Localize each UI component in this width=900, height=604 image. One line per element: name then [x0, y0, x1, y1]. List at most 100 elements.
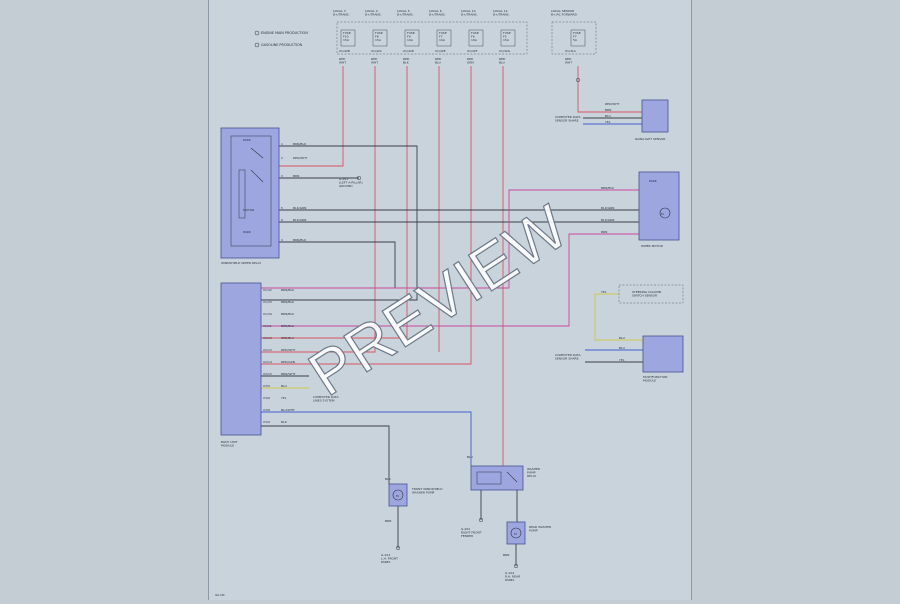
front-washer-wire-bottom: BRN: [385, 519, 391, 523]
relay-pin: 1: [281, 142, 283, 146]
sheet-code: 9A-1M: [215, 593, 225, 597]
wiring-schematic: ENGINE MAIN PRODUCTION GASOLINE PRODUCTI…: [215, 9, 684, 597]
fuse-cell: [570, 29, 586, 47]
wire-fuse-2: [261, 66, 376, 353]
bcm-pin: X2/12: [263, 336, 272, 340]
relay-inner-mid: MOTOR: [243, 208, 254, 212]
multifunction-wire-color: BLU: [619, 346, 625, 350]
motor-wire-color: BRN/BLK: [601, 186, 615, 190]
bcm-pin: X3/6: [263, 396, 270, 400]
bcm-pin: X2/13: [263, 348, 272, 352]
rain-light-sensor: RAIN/LIGHT SENSOR: [635, 99, 669, 141]
wiper-motor: M PARK WIPER MOTOR: [638, 171, 680, 248]
fuse-pin: X1/42C: [371, 49, 382, 53]
legend-item: GASOLINE PRODUCTION: [261, 43, 303, 47]
relay-label: WINDSHIELD WIPER RELAY: [221, 261, 261, 265]
wire-steering: [594, 293, 643, 341]
relay-pin: 3: [281, 174, 283, 178]
bcm-pin: X1/32: [263, 288, 272, 292]
bcm-wire-color: RED/GRN: [281, 360, 295, 364]
motor-wire-color: BRN: [601, 230, 607, 234]
wire-bcm-black: [261, 425, 390, 484]
relay-pin: 2: [281, 156, 283, 160]
wiper-motor-label: WIPER MOTOR: [641, 244, 663, 248]
wire-fuse-right: [577, 66, 642, 113]
wires: [261, 66, 643, 566]
bcm-pin: X2/15: [263, 372, 272, 376]
bcm-pin: X3/9: [263, 420, 270, 424]
bcm-pin: X2/14: [263, 360, 272, 364]
fuse-right-pin: X1/41A: [565, 49, 577, 53]
wire-fuse-5: [261, 66, 472, 365]
bcm-pin: X1/33: [263, 300, 272, 304]
ground-note: G-201(LEFT A-PILLAR)GROUND: [339, 177, 363, 188]
steering-wire-color: YEL: [601, 290, 607, 294]
relay-pin: 5: [281, 206, 283, 210]
legend: ENGINE MAIN PRODUCTION GASOLINE PRODUCTI…: [254, 30, 308, 48]
ground-symbol: [575, 77, 581, 83]
front-washer-wire-top: BLK: [385, 477, 392, 481]
relay-inner-top: PARK: [243, 138, 252, 142]
schematic-sheet: ENGINE MAIN PRODUCTION GASOLINE PRODUCTI…: [208, 0, 692, 600]
rear-washer-wire-bottom: BRN: [503, 553, 509, 557]
bcm-wire-color: BLU/WHT: [281, 408, 295, 412]
fuse-cell: [404, 29, 420, 47]
fuse-pin: X1/42G: [499, 49, 511, 53]
motor-wire-color: BLK/GRN: [601, 206, 614, 210]
bcm-pin: X1/34: [263, 312, 272, 316]
rain-wire-color: RED/WHT: [605, 102, 620, 106]
ground-symbol: [395, 545, 401, 551]
legend-item: ENGINE MAIN PRODUCTION: [261, 31, 308, 35]
relay-wire-color: BRN/BLK: [293, 142, 307, 146]
fuse-cell: [372, 29, 388, 47]
wire-bcm-blue: [261, 411, 472, 466]
relay-pin: 4: [281, 238, 283, 242]
bcm-wire-color: RED/WHT: [281, 348, 296, 352]
bcm-wire-color: BLK: [281, 420, 288, 424]
svg-text:M: M: [514, 532, 517, 536]
bcm-pin: X3/8: [263, 408, 270, 412]
multifunction-wire-color: YEL: [619, 358, 625, 362]
fuse-pin: X1/42E: [435, 49, 446, 53]
windshield-wiper-relay: PARK MOTOR PARK WINDSHIELD WIPER RELAY: [220, 127, 280, 265]
wire-motor-1: [261, 189, 639, 289]
bcm-wire-color: BRN/WHT: [281, 372, 296, 376]
ground-symbol: [478, 517, 484, 523]
fuse-box-outline: [336, 21, 528, 55]
ground-symbol: [356, 175, 362, 181]
relay-pin: 6: [281, 218, 283, 222]
wire-fuse-1: [279, 66, 344, 167]
bcm-wire-color: YEL: [281, 396, 287, 400]
relay-wire-color: BLK/GRN: [293, 218, 306, 222]
bcm-wire-color: BRN/BLK: [281, 324, 295, 328]
